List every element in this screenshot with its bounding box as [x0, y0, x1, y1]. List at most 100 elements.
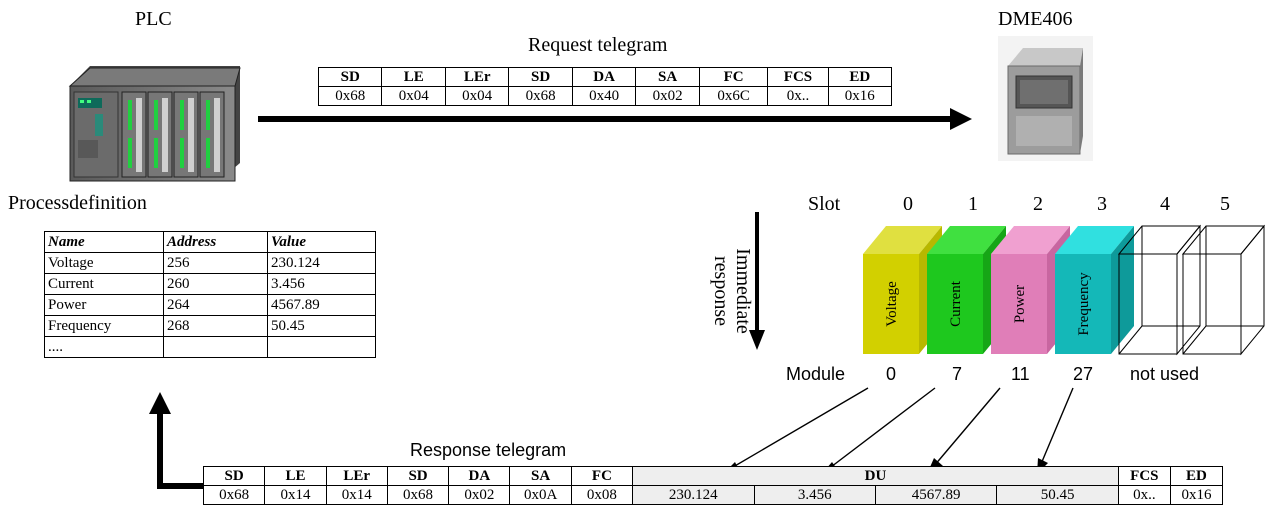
- request-telegram-title: Request telegram: [528, 34, 668, 56]
- process-cell: 50.45: [267, 315, 376, 337]
- request-telegram-table: SD LE LEr SD DA SA FC FCS ED 0x68 0x04 0…: [317, 67, 892, 106]
- process-cell: 3.456: [267, 273, 376, 295]
- slot-number: 4: [1160, 193, 1170, 215]
- table-row: Power 264 4567.89: [44, 294, 376, 316]
- plc-icon: [68, 66, 241, 182]
- slot-label: Slot: [808, 193, 841, 215]
- module-number: 7: [952, 364, 963, 384]
- mapping-arrow-current: [826, 387, 936, 471]
- response-value: 0x16: [1169, 485, 1224, 505]
- response-header: ED: [1169, 466, 1224, 486]
- response-header: LE: [264, 466, 327, 486]
- process-header: Name: [44, 231, 164, 253]
- plc-label: PLC: [135, 8, 172, 30]
- request-value: 0x04: [381, 86, 446, 106]
- response-header: FC: [570, 466, 634, 486]
- response-telegram-title: Response telegram: [410, 440, 567, 460]
- meter-device-icon: [998, 36, 1093, 161]
- response-value: 0x08: [570, 485, 634, 505]
- slot-number: 3: [1097, 193, 1107, 215]
- immediate-response-line1: Immediate: [732, 248, 754, 334]
- request-value: 0x16: [827, 86, 892, 106]
- du-header: DU: [632, 466, 1119, 486]
- table-row: Current 260 3.456: [44, 273, 376, 295]
- module-number: 27: [1073, 364, 1094, 384]
- mapping-arrow-voltage: [727, 387, 869, 471]
- process-header: Address: [163, 231, 268, 253]
- immediate-response-label: Immediate response: [710, 231, 754, 351]
- response-telegram-table: SD LE LEr SD DA SA FC DU FCS ED 0x68 0x1…: [202, 466, 1224, 505]
- response-header: SD: [202, 466, 266, 486]
- process-definition-table: Name Address Value Voltage 256 230.124 C…: [44, 231, 376, 358]
- slot-number: 1: [968, 193, 978, 215]
- response-header: SD: [386, 466, 450, 486]
- request-value: 0x68: [317, 86, 383, 106]
- response-value: 0x14: [264, 485, 327, 505]
- module-box-label: Current: [948, 280, 964, 327]
- response-header: LEr: [325, 466, 388, 486]
- mapping-arrow-power: [933, 387, 1001, 467]
- process-cell: 260: [163, 273, 268, 295]
- mapping-arrow-frequency: [1040, 387, 1074, 465]
- process-cell: [267, 336, 376, 358]
- table-row: ....: [44, 336, 376, 358]
- process-cell: ....: [44, 336, 164, 358]
- process-cell: Frequency: [44, 315, 164, 337]
- process-header: Value: [267, 231, 376, 253]
- request-value: 0x02: [635, 86, 700, 106]
- slot-number: 2: [1033, 193, 1043, 215]
- module-number: 11: [1011, 364, 1030, 384]
- du-value: 4567.89: [874, 485, 998, 505]
- request-value: 0x04: [444, 86, 510, 106]
- table-row: Voltage 256 230.124: [44, 252, 376, 274]
- module-not-used: not used: [1130, 364, 1200, 384]
- response-header: DA: [448, 466, 511, 486]
- immediate-response-arrowhead: [749, 330, 765, 350]
- response-value: 0x68: [386, 485, 450, 505]
- request-value: 0x68: [508, 86, 573, 106]
- process-cell: 4567.89: [267, 294, 376, 316]
- response-value: 0x14: [325, 485, 388, 505]
- return-arrow: [157, 412, 203, 489]
- process-cell: Current: [44, 273, 164, 295]
- du-value: 50.45: [996, 485, 1119, 505]
- process-cell: 264: [163, 294, 268, 316]
- response-value: 0x0A: [509, 485, 572, 505]
- process-definition-title: Processdefinition: [8, 192, 147, 214]
- du-value: 230.124: [632, 485, 755, 505]
- process-cell: Power: [44, 294, 164, 316]
- empty-slot-4: [1117, 224, 1202, 356]
- device-label: DME406: [998, 8, 1073, 30]
- module-box-label: Frequency: [1076, 272, 1092, 336]
- process-cell: [163, 336, 268, 358]
- module-box-label: Voltage: [884, 281, 900, 327]
- response-value: 0x..: [1117, 485, 1171, 505]
- response-header: SA: [509, 466, 572, 486]
- request-header: FCS: [767, 67, 829, 87]
- module-number: 0: [886, 364, 897, 384]
- process-cell: Voltage: [44, 252, 164, 274]
- return-arrowhead: [149, 392, 171, 414]
- table-row: Frequency 268 50.45: [44, 315, 376, 337]
- process-cell: 230.124: [267, 252, 376, 274]
- module-box-label: Power: [1012, 285, 1028, 323]
- slot-modules-diagram: Voltage Current Power Frequency: [863, 224, 1265, 356]
- process-cell: 256: [163, 252, 268, 274]
- module-boxes: Voltage Current Power Frequency: [863, 226, 1134, 354]
- request-value: 0x40: [571, 86, 637, 106]
- request-header: LEr: [444, 67, 510, 87]
- process-cell: 268: [163, 315, 268, 337]
- empty-slot-5: [1181, 224, 1265, 356]
- response-value: 0x02: [448, 485, 511, 505]
- immediate-response-line2: response: [710, 256, 732, 326]
- request-value: 0x..: [767, 86, 829, 106]
- slot-number: 0: [903, 193, 913, 215]
- module-box-frequency: Frequency: [1055, 226, 1134, 354]
- module-label: Module: [786, 364, 846, 384]
- response-value: 0x68: [202, 485, 266, 505]
- slot-number: 5: [1220, 193, 1230, 215]
- du-value: 3.456: [753, 485, 876, 505]
- response-header: FCS: [1117, 466, 1171, 486]
- request-arrowhead: [950, 108, 972, 130]
